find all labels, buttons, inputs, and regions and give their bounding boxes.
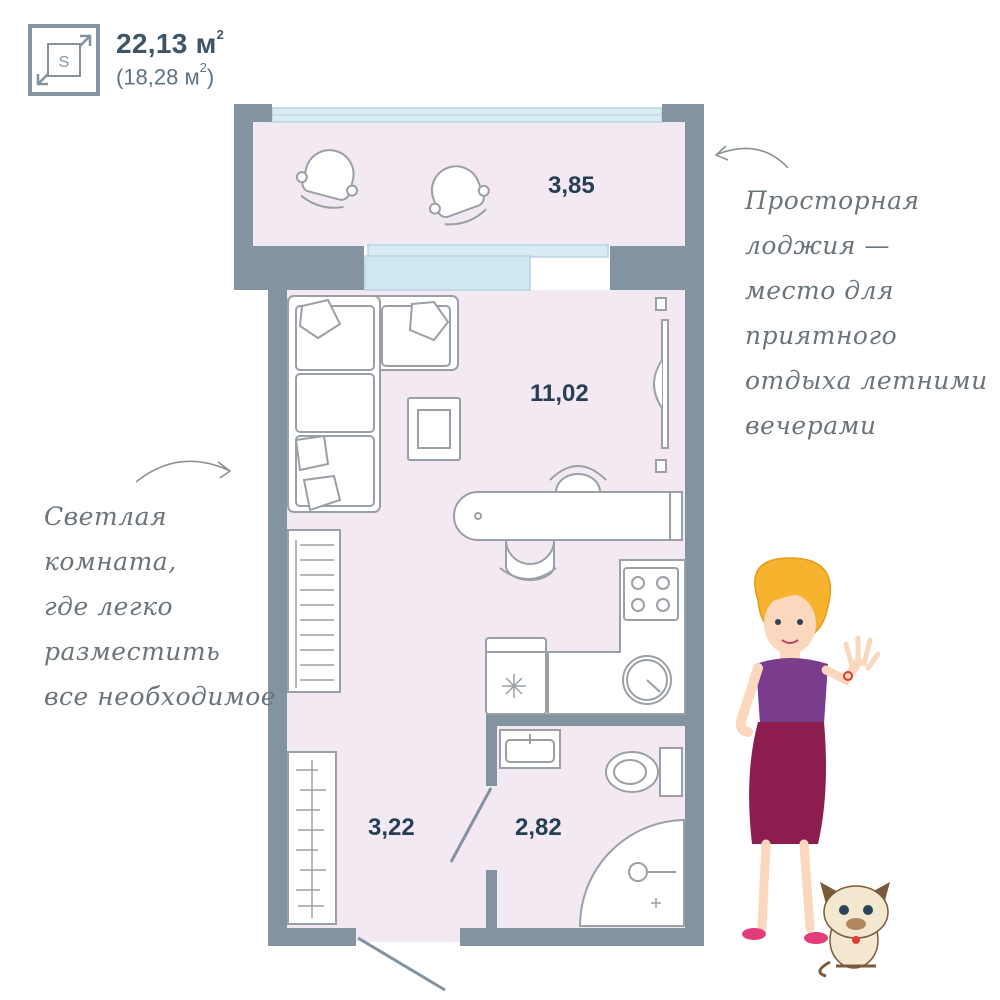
walls [234,104,704,946]
bathroom-door [449,787,493,863]
total-area: 22,13 м2 [116,26,225,59]
bottom-wall-right [460,928,704,946]
bathroom-wall-upper [486,714,497,786]
loggia-note: Просторная лоджия — место для приятного … [745,186,988,440]
balcony-door-glass [364,255,531,291]
chair [499,539,557,581]
main-room-area-label: 11,02 [530,380,589,407]
fridge [485,637,547,715]
pillow [294,298,450,512]
area-s-icon: S [28,24,100,96]
tv [653,297,669,473]
loggia-area-label: 3,85 [548,172,595,199]
chair-1 [295,149,359,209]
shower-cabin [578,818,685,927]
bathroom-wall-top [486,714,685,726]
curved-arrow [135,145,789,483]
kitchen [485,559,686,715]
entrance-door [357,936,446,992]
loggia-chairs [295,149,490,226]
loggia-wall-top-left [234,104,272,122]
doors [357,787,493,992]
bottom-wall-left [268,928,356,946]
stove [623,567,679,621]
chair [549,465,607,493]
chair-2 [428,165,490,226]
loggia-wall-top-right [662,104,704,122]
toilet [605,747,683,797]
shelving [287,529,341,693]
living-area: (18,28 м2) [116,60,215,90]
bathroom-wall-lower [486,870,497,930]
room-note: Светлая комната, где легко разместить вс… [44,502,277,711]
bar-table [453,465,683,581]
icon-letter: S [59,54,70,71]
room-window [367,244,609,258]
woman-character [735,557,881,944]
hallway-area-label: 3,22 [368,814,415,841]
coffee-table [407,397,461,461]
loggia-wall-right [685,104,704,290]
loggia-wall-corner-left [234,246,364,290]
washbasin [499,729,561,769]
loggia-wall-left [234,104,253,290]
sink [622,655,672,705]
room-wall-left [268,290,287,946]
cat-character [818,882,890,978]
sofa [287,295,459,513]
bathroom-area-label: 2,82 [515,814,562,841]
wardrobe [287,751,337,925]
bathroom-fixtures [499,729,685,927]
room-wall-right [685,290,704,946]
